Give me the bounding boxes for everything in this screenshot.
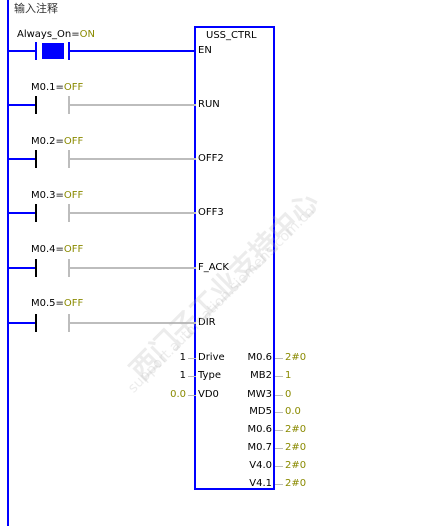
output-connector <box>275 412 283 413</box>
contact-address: M0.1 <box>31 82 56 93</box>
output-value-4[interactable]: 2#0 <box>285 424 307 435</box>
wire-powered <box>70 50 196 52</box>
contact-address: Always_On <box>17 29 72 40</box>
output-value-5[interactable]: 2#0 <box>285 442 307 453</box>
output-connector <box>275 395 283 396</box>
input-value-vd0[interactable]: 0.0 <box>170 389 186 400</box>
rung-4-label: M0.4=OFF <box>31 244 84 255</box>
output-connector <box>275 358 283 359</box>
pin-out-0: M0.6 <box>247 352 272 363</box>
output-value-1[interactable]: 1 <box>285 370 292 381</box>
output-value-0[interactable]: 2#0 <box>285 352 307 363</box>
output-connector <box>275 466 283 467</box>
pin-off3: OFF3 <box>198 207 224 218</box>
rung-1-label: M0.1=OFF <box>31 82 84 93</box>
power-rail <box>7 0 9 526</box>
contact-right-bar <box>68 96 70 114</box>
contact-state: ON <box>79 29 96 40</box>
output-value-2[interactable]: 0 <box>285 389 292 400</box>
pin-off2: OFF2 <box>198 153 224 164</box>
rung-3-label: M0.3=OFF <box>31 190 84 201</box>
wire-powered <box>9 267 35 269</box>
pin-out-4: M0.6 <box>247 424 272 435</box>
wire-unpowered <box>70 212 196 214</box>
rung-2-label: M0.2=OFF <box>31 136 84 147</box>
pin-drive: Drive <box>198 352 225 363</box>
contact-right-bar <box>68 150 70 168</box>
pin-vd0: VD0 <box>198 389 219 400</box>
contact-right-bar <box>68 259 70 277</box>
pin-out-3: MD5 <box>249 406 272 417</box>
contact-state: OFF <box>63 136 84 147</box>
wire-unpowered <box>70 158 196 160</box>
pin-run: RUN <box>198 99 220 110</box>
contact-state: OFF <box>63 298 84 309</box>
contact-address: M0.2 <box>31 136 56 147</box>
wire-unpowered <box>70 267 196 269</box>
contact-left-bar <box>35 42 37 60</box>
rung-0-label: Always_On=ON <box>17 29 96 40</box>
pin-f-ack: F_ACK <box>198 262 229 273</box>
contact-left-bar[interactable] <box>35 204 37 222</box>
contact-left-bar[interactable] <box>35 314 37 332</box>
rung-5-label: M0.5=OFF <box>31 298 84 309</box>
contact-left-bar[interactable] <box>35 96 37 114</box>
wire-powered <box>9 322 35 324</box>
wire-powered <box>9 158 35 160</box>
uss-ctrl-block[interactable] <box>194 26 275 490</box>
contact-address: M0.5 <box>31 298 56 309</box>
pin-type: Type <box>198 370 221 381</box>
block-title: USS_CTRL <box>206 30 257 41</box>
wire-powered <box>9 104 35 106</box>
network-comment[interactable]: 输入注释 <box>14 2 58 15</box>
pin-out-5: M0.7 <box>247 442 272 453</box>
contact-state: OFF <box>63 190 84 201</box>
output-connector <box>275 430 283 431</box>
pin-out-1: MB2 <box>250 370 272 381</box>
pin-out-6: V4.0 <box>249 460 272 471</box>
pin-out-2: MW3 <box>247 389 272 400</box>
output-connector <box>275 448 283 449</box>
pin-en: EN <box>198 45 212 56</box>
output-value-3[interactable]: 0.0 <box>285 406 301 417</box>
wire-unpowered <box>70 322 196 324</box>
pin-out-7: V4.1 <box>249 478 272 489</box>
input-value-type[interactable]: 1 <box>179 370 186 381</box>
contact-closed[interactable] <box>42 43 64 59</box>
input-connector <box>188 358 196 359</box>
wire-powered <box>9 50 35 52</box>
output-value-7[interactable]: 2#0 <box>285 478 307 489</box>
contact-left-bar[interactable] <box>35 259 37 277</box>
contact-state: OFF <box>63 82 84 93</box>
contact-address: M0.3 <box>31 190 56 201</box>
contact-address: M0.4 <box>31 244 56 255</box>
input-connector <box>188 376 196 377</box>
contact-state: OFF <box>63 244 84 255</box>
contact-right-bar <box>68 204 70 222</box>
contact-right-bar <box>68 42 70 60</box>
contact-left-bar[interactable] <box>35 150 37 168</box>
wire-unpowered <box>70 104 196 106</box>
pin-dir: DIR <box>198 317 216 328</box>
input-connector <box>188 395 196 396</box>
contact-right-bar <box>68 314 70 332</box>
wire-powered <box>9 212 35 214</box>
output-value-6[interactable]: 2#0 <box>285 460 307 471</box>
output-connector <box>275 376 283 377</box>
input-value-drive[interactable]: 1 <box>179 352 186 363</box>
output-connector <box>275 484 283 485</box>
